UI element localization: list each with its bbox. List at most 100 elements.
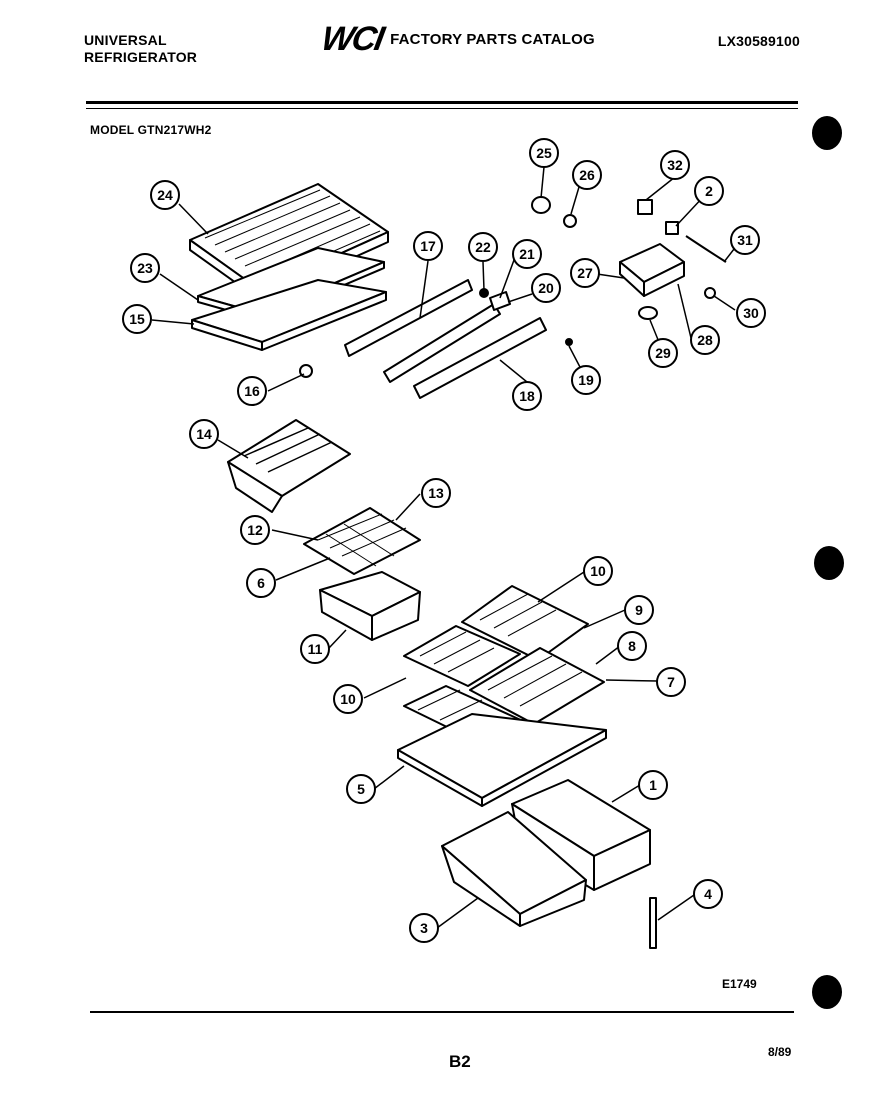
callout-label: 26 xyxy=(579,167,595,183)
callout-14: 14 xyxy=(189,419,219,449)
brand-block: UNIVERSAL REFRIGERATOR xyxy=(84,32,197,66)
callout-circle xyxy=(512,239,542,269)
callout-4: 4 xyxy=(693,879,723,909)
callout-5: 5 xyxy=(346,774,376,804)
callout-label: 12 xyxy=(247,522,263,538)
part-30-fastener xyxy=(704,287,716,299)
callout-circle xyxy=(346,774,376,804)
callout-label: 20 xyxy=(538,280,554,296)
page-number: B2 xyxy=(449,1052,471,1071)
callout-13: 13 xyxy=(421,478,451,508)
callout-label: 14 xyxy=(196,426,212,442)
callout-label: 17 xyxy=(420,238,436,254)
callout-circle xyxy=(409,913,439,943)
callout-11: 11 xyxy=(300,634,330,664)
part-8-shelf xyxy=(403,625,521,687)
callout-circle xyxy=(300,634,330,664)
header-rule-thick xyxy=(86,101,798,104)
callout-32: 32 xyxy=(660,150,690,180)
callout-label: 29 xyxy=(655,345,671,361)
callout-circle xyxy=(736,298,766,328)
callout-circle xyxy=(660,150,690,180)
callout-label: 10 xyxy=(340,691,356,707)
callout-label: 31 xyxy=(737,232,753,248)
callout-2: 2 xyxy=(694,176,724,206)
part-19-screw xyxy=(565,338,573,346)
callout-label: 21 xyxy=(519,246,535,262)
part-17-rail xyxy=(344,279,473,357)
part-27-control-housing xyxy=(619,243,685,297)
callout-circle xyxy=(693,879,723,909)
callout-circle xyxy=(583,556,613,586)
document-number: LX30589100 xyxy=(717,33,800,49)
callout-circle xyxy=(512,381,542,411)
callout-30: 30 xyxy=(736,298,766,328)
part-11-pan xyxy=(319,571,421,641)
callout-label: 25 xyxy=(536,145,552,161)
callout-8: 8 xyxy=(617,631,647,661)
binder-hole-1 xyxy=(812,116,842,150)
callout-circle xyxy=(694,176,724,206)
model-label: MODEL GTN217WH2 xyxy=(90,123,212,137)
callout-label: 4 xyxy=(704,886,712,902)
callout-circle xyxy=(421,478,451,508)
callout-circle xyxy=(189,419,219,449)
callout-circle xyxy=(150,180,180,210)
brand-line-1: UNIVERSAL xyxy=(84,32,167,48)
part-7-shelf xyxy=(469,647,605,725)
callout-16: 16 xyxy=(237,376,267,406)
callout-circle xyxy=(237,376,267,406)
callout-label: 27 xyxy=(577,265,593,281)
callout-circle xyxy=(240,515,270,545)
part-9-shelf xyxy=(461,585,589,661)
callout-31: 31 xyxy=(730,225,760,255)
part-25-knob xyxy=(531,196,551,214)
callout-label: 7 xyxy=(667,674,675,690)
callout-circle xyxy=(624,595,654,625)
callout-label: 9 xyxy=(635,602,643,618)
callout-label: 30 xyxy=(743,305,759,321)
footer-rule xyxy=(90,1011,794,1013)
callout-23: 23 xyxy=(130,253,160,283)
callout-29: 29 xyxy=(648,338,678,368)
date-code: 8/89 xyxy=(768,1045,792,1059)
callout-circle xyxy=(246,568,276,598)
callout-label: 3 xyxy=(420,920,428,936)
callout-label: 10 xyxy=(590,563,606,579)
catalog-title: FACTORY PARTS CATALOG xyxy=(390,30,595,48)
callout-9: 9 xyxy=(624,595,654,625)
part-26-knob xyxy=(563,214,577,228)
figure-code: E1749 xyxy=(722,977,757,991)
part-18-rail xyxy=(413,317,547,399)
callout-label: 8 xyxy=(628,638,636,654)
callout-19: 19 xyxy=(571,365,601,395)
callout-15: 15 xyxy=(122,304,152,334)
callout-circle xyxy=(656,667,686,697)
callout-10: 10 xyxy=(583,556,613,586)
callout-circle xyxy=(690,325,720,355)
callout-label: 18 xyxy=(519,388,535,404)
callout-27: 27 xyxy=(570,258,600,288)
binder-hole-3 xyxy=(812,975,842,1009)
callout-3: 3 xyxy=(409,913,439,943)
part-31-wire xyxy=(685,235,727,263)
callout-circle xyxy=(571,365,601,395)
callout-label: 24 xyxy=(157,187,173,203)
callout-circle xyxy=(413,231,443,261)
part-2-switch xyxy=(665,221,679,235)
callout-circle xyxy=(122,304,152,334)
part-14-wire-rack xyxy=(227,419,351,513)
callout-circle xyxy=(570,258,600,288)
callout-10: 10 xyxy=(333,684,363,714)
catalog-header: WCI FACTORY PARTS CATALOG xyxy=(319,20,595,58)
callout-circle xyxy=(730,225,760,255)
part-3-crisper xyxy=(441,811,587,927)
callout-circle xyxy=(648,338,678,368)
callout-24: 24 xyxy=(150,180,180,210)
callout-label: 32 xyxy=(667,157,683,173)
callout-circle xyxy=(572,160,602,190)
callout-12: 12 xyxy=(240,515,270,545)
callout-20: 20 xyxy=(531,273,561,303)
part-32-knob xyxy=(637,199,653,215)
